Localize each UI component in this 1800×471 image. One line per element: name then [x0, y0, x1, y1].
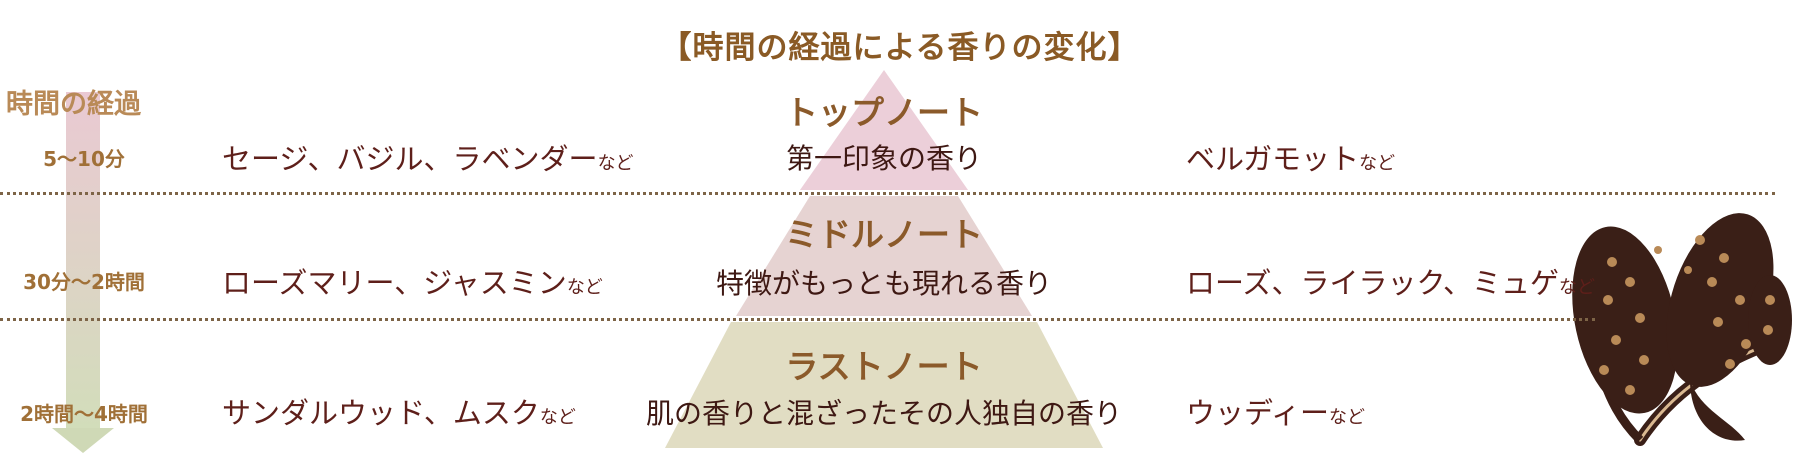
middle-note-name: ミドルノート [785, 215, 983, 254]
time-label-middle: 30分〜2時間 [23, 270, 145, 294]
middle-note-left-examples: ローズマリー、ジャスミンなど [222, 266, 603, 300]
top-note-right-examples: ベルガモットなど [1186, 142, 1396, 176]
last-note-right-examples: ウッディーなど [1186, 396, 1365, 430]
divider-middle-last [0, 318, 1595, 321]
pyramid-top-tier [800, 70, 968, 190]
middle-note-description: 特徴がもっとも現れる香り [715, 267, 1052, 300]
note-pyramid [665, 70, 1103, 448]
diagram-title: 【時間の経過による香りの変化】 [660, 30, 1140, 66]
last-note-description: 肌の香りと混ざったその人独自の香り [645, 397, 1122, 430]
middle-note-right-examples: ローズ、ライラック、ミュゲなど [1186, 266, 1595, 300]
divider-top-middle [0, 192, 1775, 195]
top-note-left-examples: セージ、バジル、ラベンダーなど [222, 142, 634, 176]
last-note-name: ラストノート [785, 347, 983, 386]
time-arrow [52, 92, 114, 453]
pyramid-middle-tier [736, 196, 1032, 316]
lilac-flower-icon [1572, 213, 1792, 446]
time-label-last: 2時間〜4時間 [20, 402, 148, 426]
top-note-name: トップノート [785, 93, 983, 132]
time-axis-label: 時間の経過 [6, 89, 141, 120]
last-note-left-examples: サンダルウッド、ムスクなど [222, 396, 576, 430]
time-label-top: 5〜10分 [43, 147, 125, 171]
top-note-description: 第一印象の香り [785, 142, 982, 175]
pyramid-last-tier [665, 322, 1103, 448]
